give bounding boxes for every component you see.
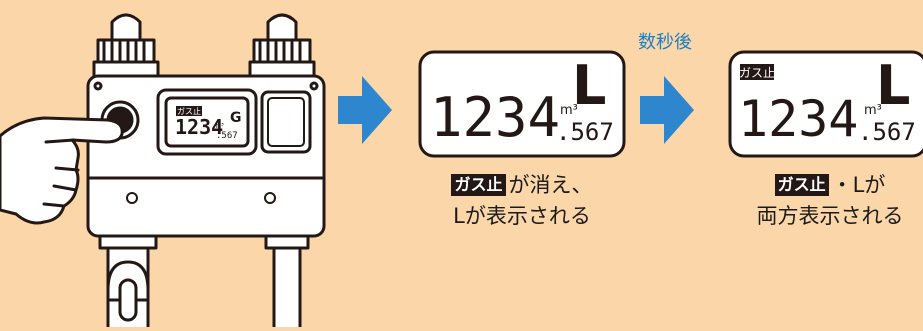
gas-meter (86, 13, 326, 331)
panel-1-status: L (572, 54, 606, 117)
panel-1-caption-text1: が消え、 (508, 173, 593, 197)
right-connector (248, 13, 316, 80)
panel-1-caption-line2: Lが表示される (453, 204, 591, 228)
panel-1-display (418, 50, 626, 158)
meter-digits: 1234 (175, 115, 223, 139)
hand-icon (0, 116, 124, 225)
left-connector (92, 13, 160, 80)
meter-decimals: .567 (216, 131, 238, 141)
panel-1-caption: ガス止が消え、 Lが表示される (420, 170, 624, 232)
arrow-2-icon (640, 76, 694, 144)
panel-2-decimals: .567 (858, 118, 916, 146)
panel-2-unit: m³ (864, 103, 882, 118)
panel-1-caption-line1: ガス止が消え、 (420, 170, 624, 201)
meter-badge: ガス止 (177, 106, 201, 116)
panel-2-caption-text1: ・Lが (831, 173, 886, 197)
panel-2-content: ガス止 1234 m³ .567 L (738, 54, 916, 148)
panel-1-digits: 1234 (430, 86, 560, 149)
arrow-1-icon (338, 76, 392, 144)
panel-2-caption-line2: 両方表示される (756, 204, 904, 228)
panel-1-content: 1234 m³ .567 L (430, 54, 614, 149)
panel-2-digits: 1234 (738, 90, 858, 148)
meter-display-content: ガス止 1234 m³ .567 G (175, 106, 242, 141)
panel-1-caption-badge: ガス止 (451, 174, 506, 196)
panel-2-status: L (876, 54, 910, 117)
panel-2-display (728, 50, 923, 158)
meter-status: G (230, 110, 242, 126)
panel-1-unit: m³ (560, 103, 578, 118)
panel-2-badge: ガス止 (739, 66, 775, 80)
valve-handle (106, 260, 150, 322)
meter-unit: m³ (216, 122, 224, 130)
panel-2-caption-badge: ガス止 (774, 174, 829, 196)
right-pipe (272, 238, 302, 331)
panel-2-caption: ガス止・Lが 両方表示される (740, 170, 920, 232)
wait-label: 数秒後 (638, 32, 692, 53)
panel-2-caption-line1: ガス止・Lが (740, 170, 920, 201)
panel-1-decimals: .567 (556, 118, 614, 146)
